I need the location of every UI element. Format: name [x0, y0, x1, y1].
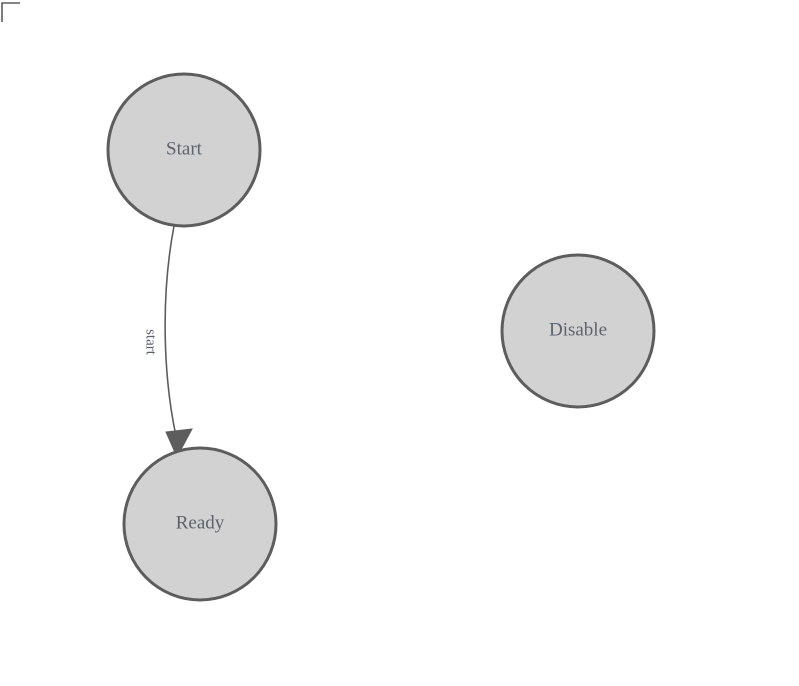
- node-start-circle[interactable]: [106, 72, 262, 228]
- node-start[interactable]: Start: [106, 72, 262, 228]
- corner-bracket-mark: [1, 2, 20, 22]
- node-start-label: Start: [166, 138, 203, 159]
- edge-line: [164, 225, 177, 437]
- node-disable-circle[interactable]: [500, 253, 656, 409]
- node-disable[interactable]: Disable: [500, 253, 656, 409]
- node-disable-label: Disable: [549, 319, 607, 340]
- node-ready-label: Ready: [176, 512, 225, 533]
- edge-label-start: start: [143, 329, 159, 356]
- node-ready[interactable]: Ready: [122, 446, 278, 602]
- arrowhead-icon: [165, 428, 193, 459]
- node-ready-circle[interactable]: [122, 446, 278, 602]
- edge-start-to-ready[interactable]: start: [143, 225, 193, 459]
